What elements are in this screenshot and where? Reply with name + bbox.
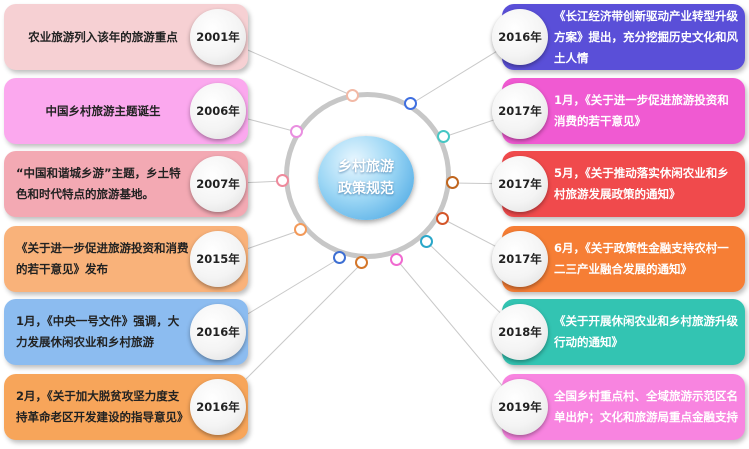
year-badge: 2001年 — [190, 9, 246, 65]
policy-text: 《长江经济带创新驱动产业转型升级方案》提出，充分挖掘历史文化和风土人情 — [554, 8, 738, 65]
policy-text: 1月，《关于进一步促进旅游投资和消费的若干意见》 — [554, 93, 729, 128]
year-badge: 2016年 — [190, 379, 246, 435]
year-badge: 2017年 — [492, 231, 548, 287]
right-policy-card: 6月，《关于政策性金融支持农村一二三产业融合发展的通知》 — [502, 226, 745, 292]
right-policy-card: 1月，《关于进一步促进旅游投资和消费的若干意见》 — [502, 78, 745, 144]
year-badge: 2019年 — [492, 379, 548, 435]
ring-dot — [276, 174, 289, 187]
policy-text: 6月，《关于政策性金融支持农村一二三产业融合发展的通知》 — [554, 241, 729, 276]
ring-dot — [420, 235, 433, 248]
center-title: 乡村旅游 政策规范 — [318, 136, 414, 220]
ring-dot — [346, 89, 359, 102]
policy-text: 5月，《关于推动落实休闲农业和乡村旅游发展政策的通知》 — [554, 166, 729, 201]
ring-dot — [436, 212, 449, 225]
policy-text: 农业旅游列入该年的旅游重点 — [28, 29, 178, 44]
policy-text: 《关于开展休闲农业和乡村旅游升级行动的通知》 — [554, 314, 738, 349]
policy-text: 《关于进一步促进旅游投资和消费的若干意见》发布 — [16, 241, 189, 276]
year-badge: 2015年 — [190, 231, 246, 287]
policy-text: 中国乡村旅游主题诞生 — [45, 103, 161, 118]
connector-line — [396, 259, 521, 408]
policy-text: 1月，《中央一号文件》强调，大力发展休闲农业和乡村旅游 — [16, 314, 180, 349]
year-badge: 2007年 — [190, 156, 246, 212]
ring-dot — [390, 253, 403, 266]
center-title-line2: 政策规范 — [338, 181, 394, 197]
ring-dot — [437, 130, 450, 143]
policy-text: 2月，《关于加大脱贫攻坚力度支持革命老区开发建设的指导意见》 — [16, 389, 189, 424]
year-badge: 2006年 — [190, 83, 246, 139]
ring-dot — [404, 97, 417, 110]
ring-dot — [294, 223, 307, 236]
policy-text: 全国乡村重点村、全域旅游示范区名单出炉；文化和旅游局重点金融支持 — [554, 389, 738, 424]
policy-text: “中国和谐城乡游”主题，乡土特色和时代特点的旅游基地。 — [16, 166, 181, 201]
right-policy-card: 全国乡村重点村、全域旅游示范区名单出炉；文化和旅游局重点金融支持 — [502, 374, 745, 440]
ring-dot — [290, 125, 303, 138]
year-badge: 2018年 — [492, 304, 548, 360]
ring-dot — [333, 251, 346, 264]
year-badge: 2017年 — [492, 83, 548, 139]
year-badge: 2017年 — [492, 156, 548, 212]
ring-dot — [355, 256, 368, 269]
right-policy-card: 5月，《关于推动落实休闲农业和乡村旅游发展政策的通知》 — [502, 151, 745, 217]
center-title-line1: 乡村旅游 — [338, 159, 394, 175]
year-badge: 2016年 — [190, 304, 246, 360]
year-badge: 2016年 — [492, 9, 548, 65]
right-policy-card: 《关于开展休闲农业和乡村旅游升级行动的通知》 — [502, 299, 745, 365]
ring-dot — [446, 176, 459, 189]
